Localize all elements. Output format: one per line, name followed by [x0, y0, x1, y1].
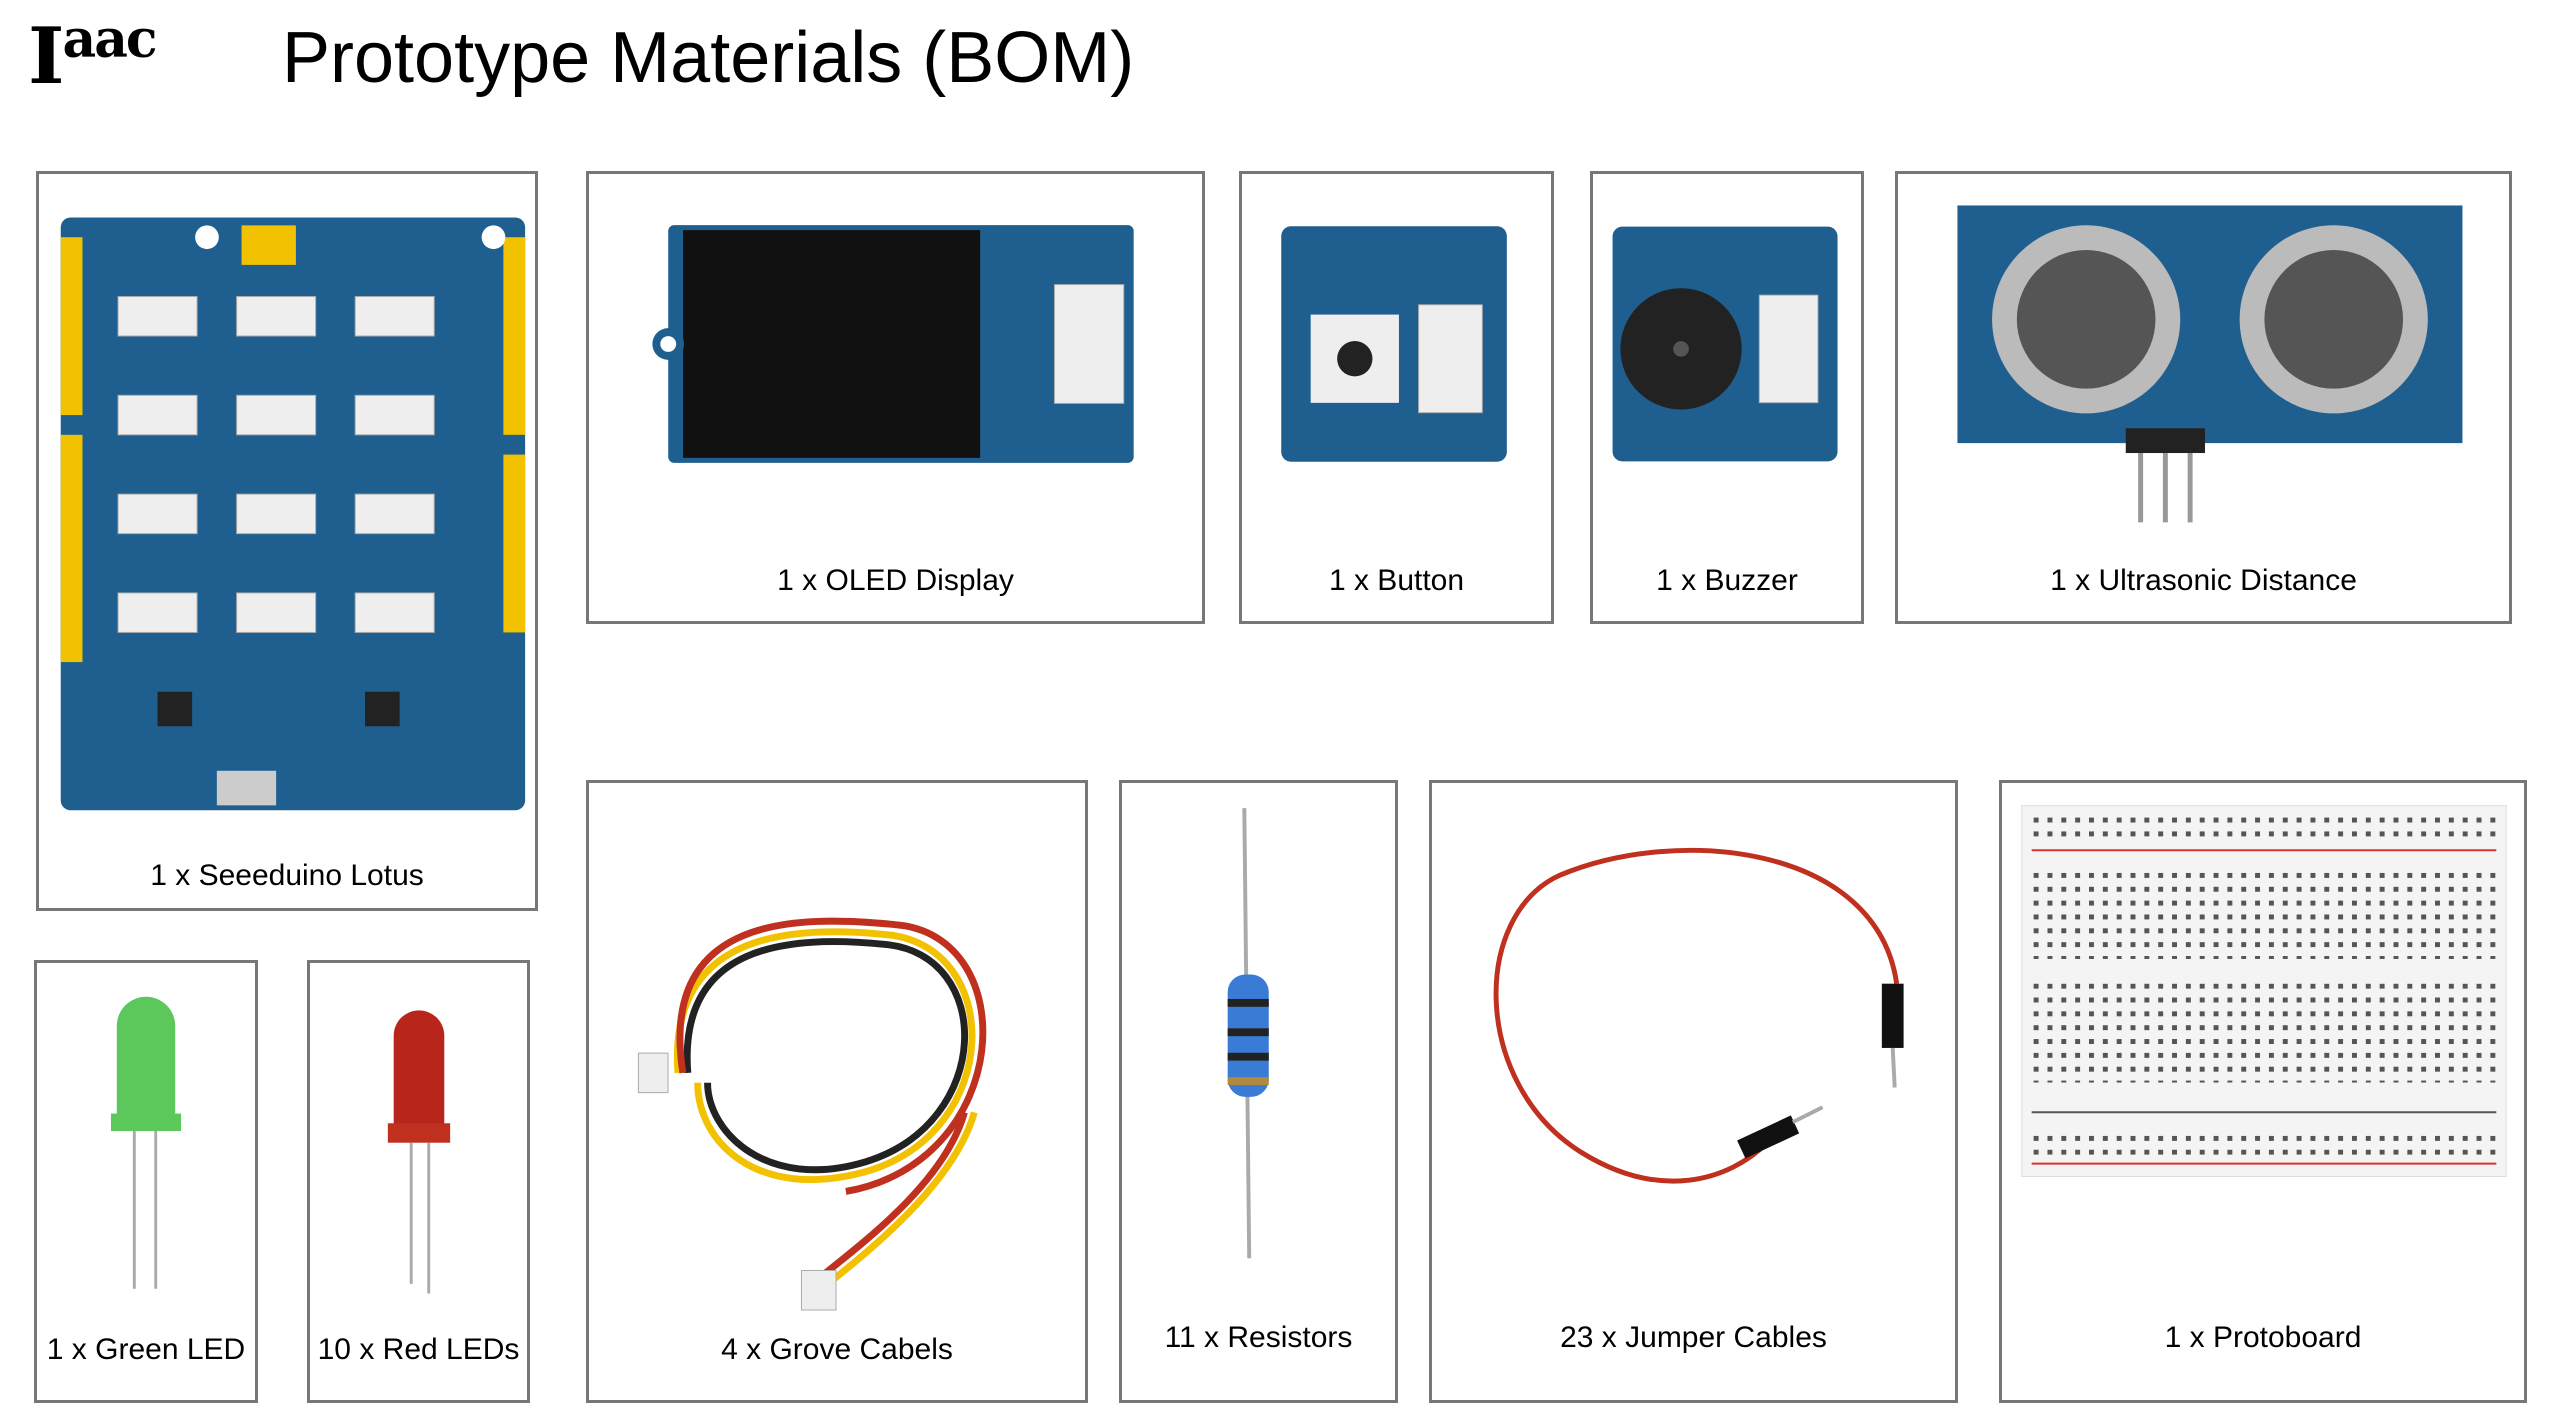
seeeduino-lotus-image — [60, 217, 526, 811]
card-protoboard: 1 x Protoboard — [1999, 780, 2527, 1403]
card-ultrasonic-distance: 1 x Ultrasonic Distance — [1895, 171, 2512, 624]
item-label: 1 x Ultrasonic Distance — [2050, 564, 2357, 597]
grove-cable-image — [637, 917, 987, 1311]
resistor-image — [1227, 808, 1269, 1259]
item-label: 1 x OLED Display — [777, 564, 1014, 597]
item-label: 23 x Jumper Cables — [1560, 1321, 1827, 1354]
logo-main: I — [28, 11, 64, 102]
item-label: 1 x Seeeduino Lotus — [150, 859, 424, 892]
logo-sup: aac — [62, 9, 158, 70]
card-seeeduino-lotus: 1 x Seeeduino Lotus — [36, 171, 538, 911]
button-module-image — [1281, 226, 1507, 462]
oled-display-image — [652, 225, 1134, 463]
card-jumper-cables: 23 x Jumper Cables — [1429, 780, 1958, 1403]
ultrasonic-sensor-image — [1957, 205, 2463, 523]
card-buzzer: 1 x Buzzer — [1590, 171, 1864, 624]
protoboard-image — [2021, 805, 2507, 1177]
item-label: 1 x Buzzer — [1656, 564, 1798, 597]
item-label: 1 x Green LED — [46, 1333, 246, 1366]
item-label: 1 x Button — [1328, 564, 1465, 597]
jumper-cable-image — [1493, 847, 1904, 1184]
green-led-image — [110, 996, 182, 1289]
card-button: 1 x Button — [1239, 171, 1554, 624]
card-red-led: 10 x Red LEDs — [307, 960, 530, 1403]
item-label: 10 x Red LEDs — [317, 1333, 520, 1366]
page-title: Prototype Materials (BOM) — [282, 18, 1135, 98]
item-label: 1 x Protoboard — [2164, 1321, 2362, 1354]
card-green-led: 1 x Green LED — [34, 960, 258, 1403]
card-oled-display: 1 x OLED Display — [586, 171, 1205, 624]
red-led-image — [387, 1010, 451, 1294]
iaac-logo: Iaac — [28, 14, 158, 96]
card-resistors: 11 x Resistors — [1119, 780, 1398, 1403]
card-grove-cables: 4 x Grove Cabels — [586, 780, 1088, 1403]
item-label: 11 x Resistors — [1164, 1321, 1353, 1354]
item-label: 4 x Grove Cabels — [721, 1333, 953, 1366]
buzzer-module-image — [1612, 226, 1838, 462]
